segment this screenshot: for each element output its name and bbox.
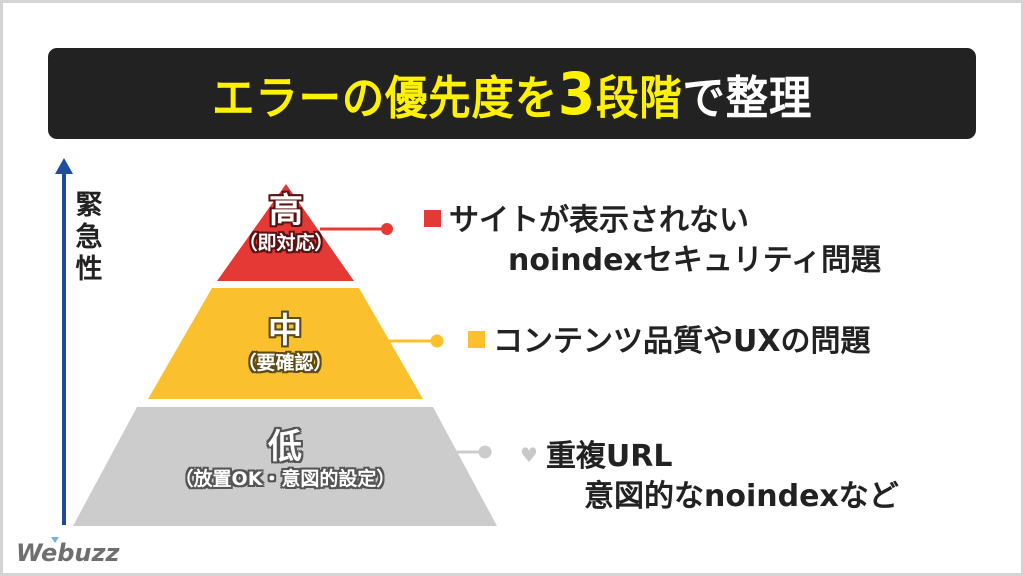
- tier-level: 中: [268, 311, 302, 351]
- tier-low-description: ♥ 重複URL 意図的なnoindexなど: [520, 435, 899, 517]
- arrow-up-icon: [55, 158, 73, 174]
- tier-level: 低: [268, 427, 302, 467]
- square-bullet-icon: [468, 331, 485, 348]
- tier-mid-description: コンテンツ品質やUXの問題: [468, 322, 871, 362]
- description-line: 意図的なnoindexなど: [584, 479, 899, 514]
- tier-level: 高: [269, 191, 303, 231]
- tier-mid-shape: [148, 288, 423, 399]
- title-banner: エラーの優先度を3段階で整理: [48, 48, 976, 139]
- title-part-2: 段階: [595, 70, 683, 125]
- description-line: サイトが表示されない: [449, 203, 749, 238]
- square-bullet-icon: [424, 210, 441, 227]
- title-number: 3: [557, 59, 596, 128]
- tier-low-label: 低 （放置OK・意図的設定）: [130, 428, 440, 492]
- tier-note: （放置OK・意図的設定）: [174, 468, 396, 490]
- axis-label-char: 急: [75, 222, 103, 253]
- urgency-axis: [62, 172, 66, 525]
- tier-note: （要確認）: [237, 352, 333, 374]
- axis-label-char: 性: [75, 254, 103, 285]
- page-title: エラーの優先度を3段階で整理: [212, 60, 812, 128]
- description-line: コンテンツ品質やUXの問題: [493, 324, 871, 359]
- logo-text: Webuzz: [16, 539, 120, 567]
- tier-high-label: 高 （即対応）: [226, 192, 346, 256]
- connector-mid: [388, 334, 444, 348]
- connector-high: [320, 223, 393, 235]
- tier-high-description: サイトが表示されない noindexセキュリティ問題: [424, 201, 881, 281]
- description-line: 重複URL: [545, 439, 673, 474]
- tier-note: （即対応）: [238, 232, 334, 254]
- connector-low: [455, 445, 492, 459]
- description-line: noindexセキュリティ問題: [508, 243, 881, 278]
- webuzz-logo: Webuzz: [16, 537, 120, 567]
- tier-high-shape: [217, 184, 354, 281]
- heart-bullet-icon: ♥: [520, 443, 538, 467]
- title-part-3: で整理: [682, 70, 813, 125]
- urgency-axis-label: 緊 急 性: [72, 190, 106, 286]
- title-part-1: エラーの優先度を: [211, 70, 558, 125]
- tier-mid-label: 中 （要確認）: [205, 312, 365, 376]
- axis-label-char: 緊: [75, 190, 103, 221]
- logo-accent-icon: [51, 537, 59, 543]
- tier-low-shape: [73, 407, 497, 526]
